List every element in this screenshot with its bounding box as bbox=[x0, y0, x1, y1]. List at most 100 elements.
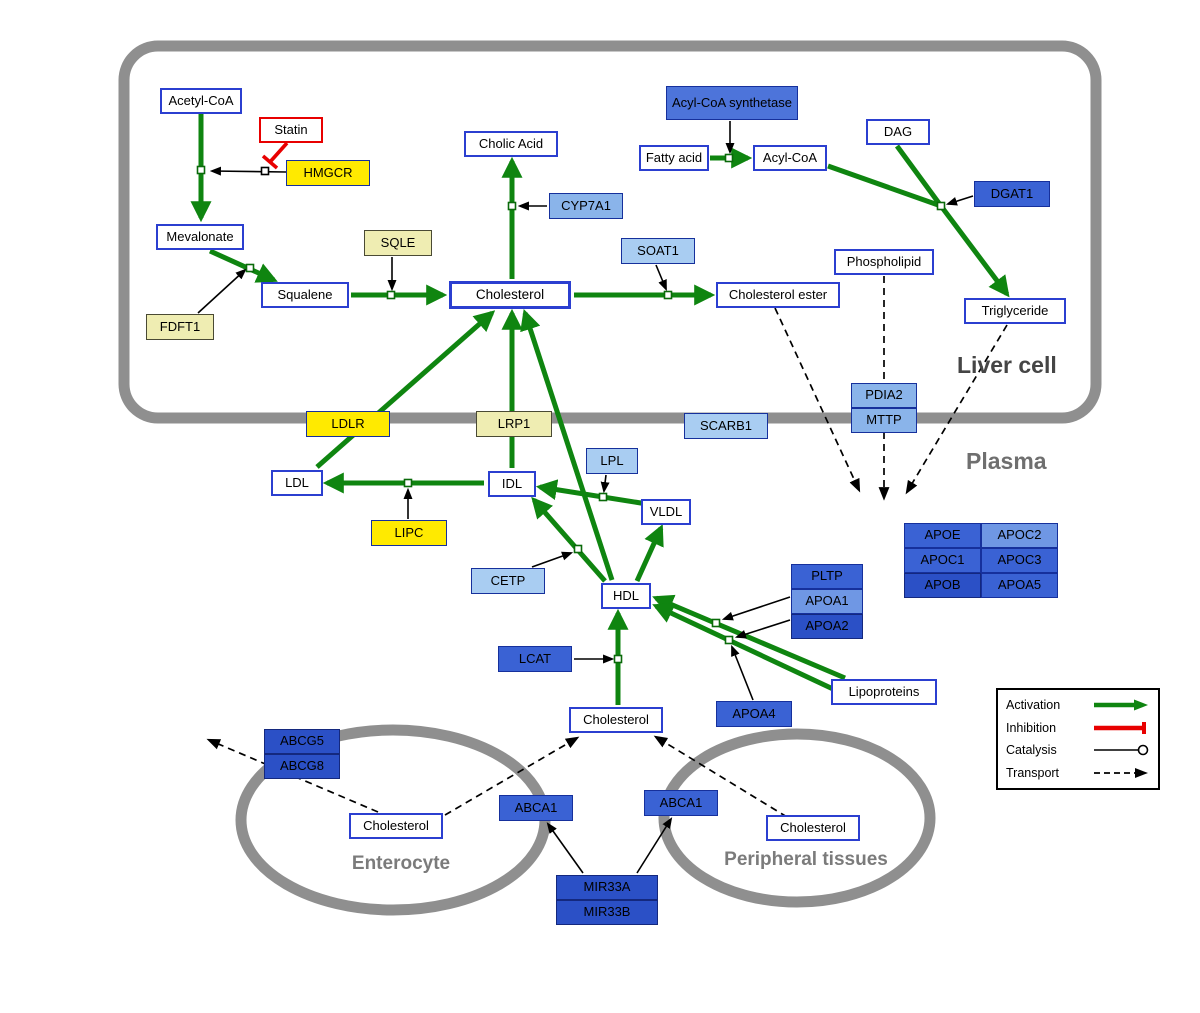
legend-activation-row: Activation bbox=[1006, 697, 1150, 713]
edge-statin-tbar bbox=[261, 154, 279, 170]
node-mevalonate[interactable]: Mevalonate bbox=[156, 224, 244, 250]
node-statin[interactable]: Statin bbox=[259, 117, 323, 143]
node-hdl[interactable]: HDL bbox=[601, 583, 651, 609]
edge-dgat1-catalysis bbox=[945, 195, 974, 206]
node-cholesterol-enterocyte[interactable]: Cholesterol bbox=[349, 813, 443, 839]
node-apoa1[interactable]: APOA1 bbox=[791, 589, 863, 614]
legend-inhibition-row: Inhibition bbox=[1006, 720, 1150, 736]
peripheral-tissues-label: Peripheral tissues bbox=[724, 849, 888, 870]
node-apob[interactable]: APOB bbox=[904, 573, 981, 598]
activation-edges bbox=[190, 114, 1010, 705]
node-acyl-coa-synthetase[interactable]: Acyl-CoA synthetase bbox=[666, 86, 798, 120]
edge-statin-line bbox=[268, 141, 289, 164]
edge-triglyceride-transport bbox=[905, 324, 1008, 495]
node-acyl-coa[interactable]: Acyl-CoA bbox=[753, 145, 827, 171]
catalysis-circle-icon bbox=[1094, 745, 1149, 756]
node-mttp[interactable]: MTTP bbox=[851, 408, 917, 433]
edge-acylcoa-junction bbox=[827, 163, 942, 209]
node-lipc[interactable]: LIPC bbox=[371, 520, 447, 546]
node-apoa5[interactable]: APOA5 bbox=[981, 573, 1058, 598]
inhibition-tbar-icon bbox=[1094, 721, 1146, 734]
legend: Activation Inhibition Catalysis Transpor… bbox=[996, 688, 1160, 790]
node-vldl[interactable]: VLDL bbox=[641, 499, 691, 525]
node-hmgcr[interactable]: HMGCR bbox=[286, 160, 370, 186]
node-cholic-acid[interactable]: Cholic Acid bbox=[464, 131, 558, 157]
node-cholesterol-ester[interactable]: Cholesterol ester bbox=[716, 282, 840, 308]
node-apoa4[interactable]: APOA4 bbox=[716, 701, 792, 727]
node-lcat[interactable]: LCAT bbox=[498, 646, 572, 672]
node-apoe[interactable]: APOE bbox=[904, 523, 981, 548]
catalysis-edges bbox=[197, 121, 974, 874]
edge-mevalonate-squalene bbox=[208, 248, 278, 283]
edge-lipoproteins-hdl-upper bbox=[652, 594, 846, 681]
edge-dag-junction bbox=[894, 144, 944, 208]
node-cetp[interactable]: CETP bbox=[471, 568, 545, 594]
legend-transport-row: Transport bbox=[1006, 765, 1150, 781]
node-cholesterol-peripheral[interactable]: Cholesterol bbox=[766, 815, 860, 841]
node-fatty-acid[interactable]: Fatty acid bbox=[639, 145, 709, 171]
node-apoc1[interactable]: APOC1 bbox=[904, 548, 981, 573]
node-cholesterol-liver[interactable]: Cholesterol bbox=[449, 281, 571, 309]
legend-catalysis-row: Catalysis bbox=[1006, 742, 1150, 758]
edge-mir33-abca1-peripheral bbox=[636, 817, 673, 874]
edge-abcg-cholesterol-transport bbox=[206, 738, 379, 813]
node-abca1-enterocyte[interactable]: ABCA1 bbox=[499, 795, 573, 821]
node-triglyceride[interactable]: Triglyceride bbox=[964, 298, 1066, 324]
node-pltp[interactable]: PLTP bbox=[791, 564, 863, 589]
edge-hmgcr-catalysis bbox=[209, 166, 287, 176]
node-apoa2[interactable]: APOA2 bbox=[791, 614, 863, 639]
node-abcg5[interactable]: ABCG5 bbox=[264, 729, 340, 754]
node-sqle[interactable]: SQLE bbox=[364, 230, 432, 256]
node-apoc3[interactable]: APOC3 bbox=[981, 548, 1058, 573]
node-abca1-peripheral[interactable]: ABCA1 bbox=[644, 790, 718, 816]
node-fdft1[interactable]: FDFT1 bbox=[146, 314, 214, 340]
edge-lpl-catalysis bbox=[600, 474, 610, 494]
edge-peripheral-cholesterol-transport bbox=[653, 735, 788, 818]
edge-apoa2-catalysis bbox=[734, 619, 791, 639]
edge-cetp-catalysis bbox=[531, 551, 574, 568]
plasma-label: Plasma bbox=[966, 448, 1047, 474]
legend-activation-label: Activation bbox=[1006, 698, 1061, 712]
edge-enterocyte-cholesterol-transport bbox=[444, 736, 580, 816]
legend-transport-label: Transport bbox=[1006, 765, 1060, 780]
node-cholesterol-plasma[interactable]: Cholesterol bbox=[569, 707, 663, 733]
node-lipoproteins[interactable]: Lipoproteins bbox=[831, 679, 937, 705]
catalysis-anchor-square bbox=[260, 166, 270, 176]
edge-hdl-idl-cetp bbox=[531, 496, 607, 583]
legend-catalysis-label: Catalysis bbox=[1006, 743, 1057, 758]
edge-junction-triglyceride bbox=[939, 204, 1010, 298]
edge-fdft1-catalysis bbox=[197, 268, 247, 314]
transport-arrow-icon bbox=[1094, 767, 1148, 778]
legend-inhibition-label: Inhibition bbox=[1006, 720, 1057, 735]
node-idl[interactable]: IDL bbox=[488, 471, 536, 497]
node-abcg8[interactable]: ABCG8 bbox=[264, 754, 340, 779]
node-ldlr[interactable]: LDLR bbox=[306, 411, 390, 437]
node-dag[interactable]: DAG bbox=[866, 119, 930, 145]
node-ldl[interactable]: LDL bbox=[271, 470, 323, 496]
liver-cell-label: Liver cell bbox=[957, 352, 1057, 378]
edge-cholesterolester-transport bbox=[774, 307, 861, 493]
node-mir33a[interactable]: MIR33A bbox=[556, 875, 658, 900]
node-scarb1[interactable]: SCARB1 bbox=[684, 413, 768, 439]
node-mir33b[interactable]: MIR33B bbox=[556, 900, 658, 925]
node-soat1[interactable]: SOAT1 bbox=[621, 238, 695, 264]
reaction-nodes bbox=[196, 153, 946, 664]
node-lrp1[interactable]: LRP1 bbox=[476, 411, 552, 437]
node-apoc2[interactable]: APOC2 bbox=[981, 523, 1058, 548]
edge-hdl-vldl bbox=[634, 524, 664, 583]
node-dgat1[interactable]: DGAT1 bbox=[974, 181, 1050, 207]
enterocyte-label: Enterocyte bbox=[351, 853, 451, 874]
inhibition-edge bbox=[261, 141, 289, 170]
node-phospholipid[interactable]: Phospholipid bbox=[834, 249, 934, 275]
edge-apoa4-catalysis bbox=[731, 644, 754, 701]
edge-lipoproteins-hdl-lower bbox=[652, 603, 835, 692]
edge-ldl-cholesterol-via-ldlr bbox=[315, 310, 496, 469]
node-cyp7a1[interactable]: CYP7A1 bbox=[549, 193, 623, 219]
node-acetyl-coa[interactable]: Acetyl-CoA bbox=[160, 88, 242, 114]
edge-soat1-catalysis bbox=[655, 264, 667, 292]
node-squalene[interactable]: Squalene bbox=[261, 282, 349, 308]
node-pdia2[interactable]: PDIA2 bbox=[851, 383, 917, 408]
node-lpl[interactable]: LPL bbox=[586, 448, 638, 474]
